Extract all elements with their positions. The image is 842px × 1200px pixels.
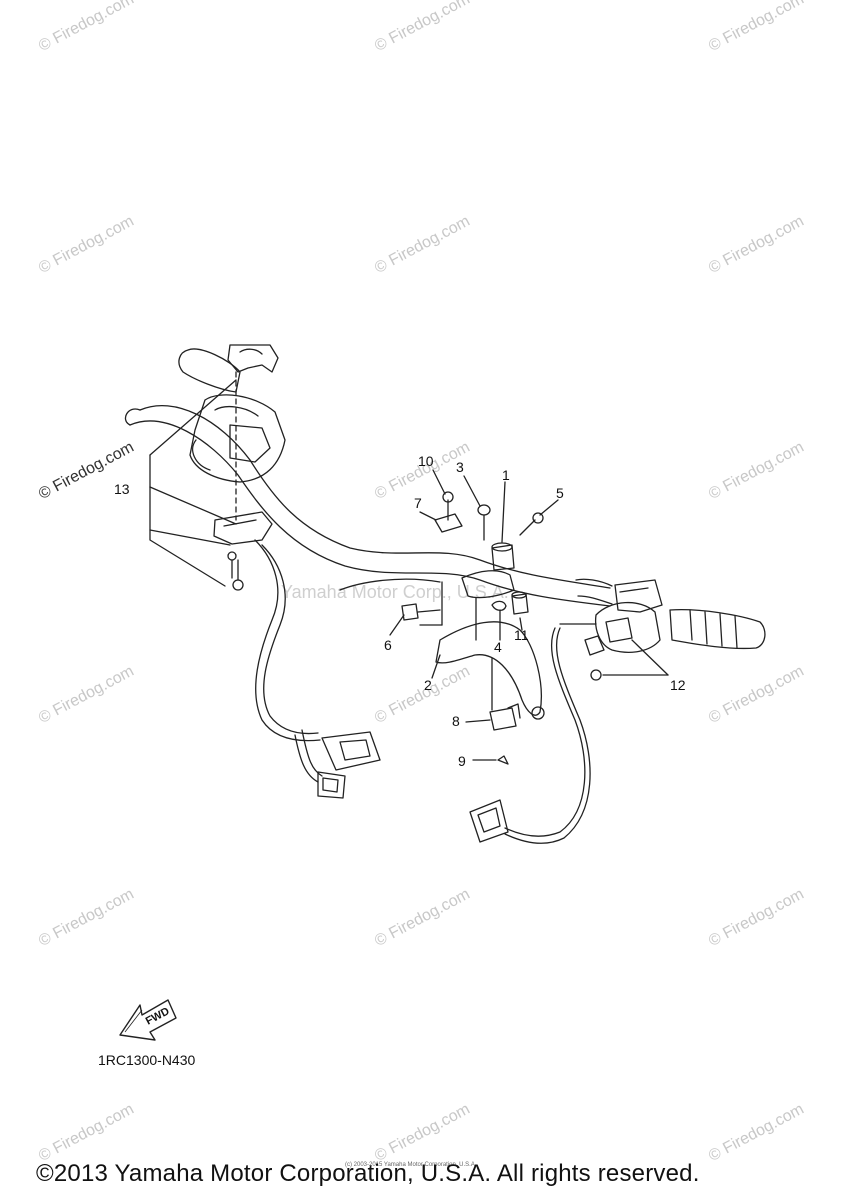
callout-9: 9 xyxy=(458,753,466,769)
right-switch-housing xyxy=(594,601,661,653)
left-grip xyxy=(178,348,241,393)
callout-6: 6 xyxy=(384,637,392,653)
clutch-lever xyxy=(435,621,542,716)
callout-5: 5 xyxy=(556,485,564,501)
callout-13: 13 xyxy=(114,481,130,497)
handlebar-outline-upper xyxy=(139,405,611,589)
left-wiring-harness xyxy=(254,539,321,742)
fwd-arrow-icon xyxy=(119,999,177,1041)
locknut-6 xyxy=(401,603,419,621)
callout-12: 12 xyxy=(670,677,686,693)
collar-11 xyxy=(511,593,529,615)
right-grip xyxy=(669,609,766,650)
right-switch-top xyxy=(614,579,663,613)
nut-4 xyxy=(491,600,507,612)
lower-bracket xyxy=(213,511,273,545)
left-switch-housing xyxy=(189,394,286,483)
left-connector-b xyxy=(317,771,346,799)
callout-3: 3 xyxy=(456,459,464,475)
center-watermark: Yamaha Motor Corp., U.S.A. xyxy=(281,582,509,602)
callout-7: 7 xyxy=(414,495,422,511)
lever-switch-8 xyxy=(489,707,517,731)
handlebar-outline-lower xyxy=(129,420,611,607)
copyright: ©2013 Yamaha Motor Corporation, U.S.A. A… xyxy=(36,1160,700,1187)
callout-10: 10 xyxy=(418,453,434,469)
callout-2: 2 xyxy=(424,677,432,693)
right-connector xyxy=(469,799,509,843)
diagram-code: 1RC1300-N430 xyxy=(98,1052,196,1068)
tiny-note: (c) 2003-2015 Yamaha Motor Corporation, … xyxy=(345,1162,477,1168)
fwd-label: FWD xyxy=(144,1005,172,1027)
screw-9 xyxy=(497,755,509,765)
lever-holder xyxy=(461,570,515,599)
holder-bolt-boss xyxy=(491,544,515,571)
right-wiring xyxy=(504,627,586,837)
washer-7 xyxy=(434,513,463,533)
callout-4: 4 xyxy=(494,639,502,655)
callout-11: 11 xyxy=(514,627,529,643)
callout-1: 1 xyxy=(502,467,510,483)
callout-8: 8 xyxy=(452,713,460,729)
upper-clamp xyxy=(227,344,279,373)
left-connector-a xyxy=(321,731,381,771)
screw-5 xyxy=(519,519,536,536)
